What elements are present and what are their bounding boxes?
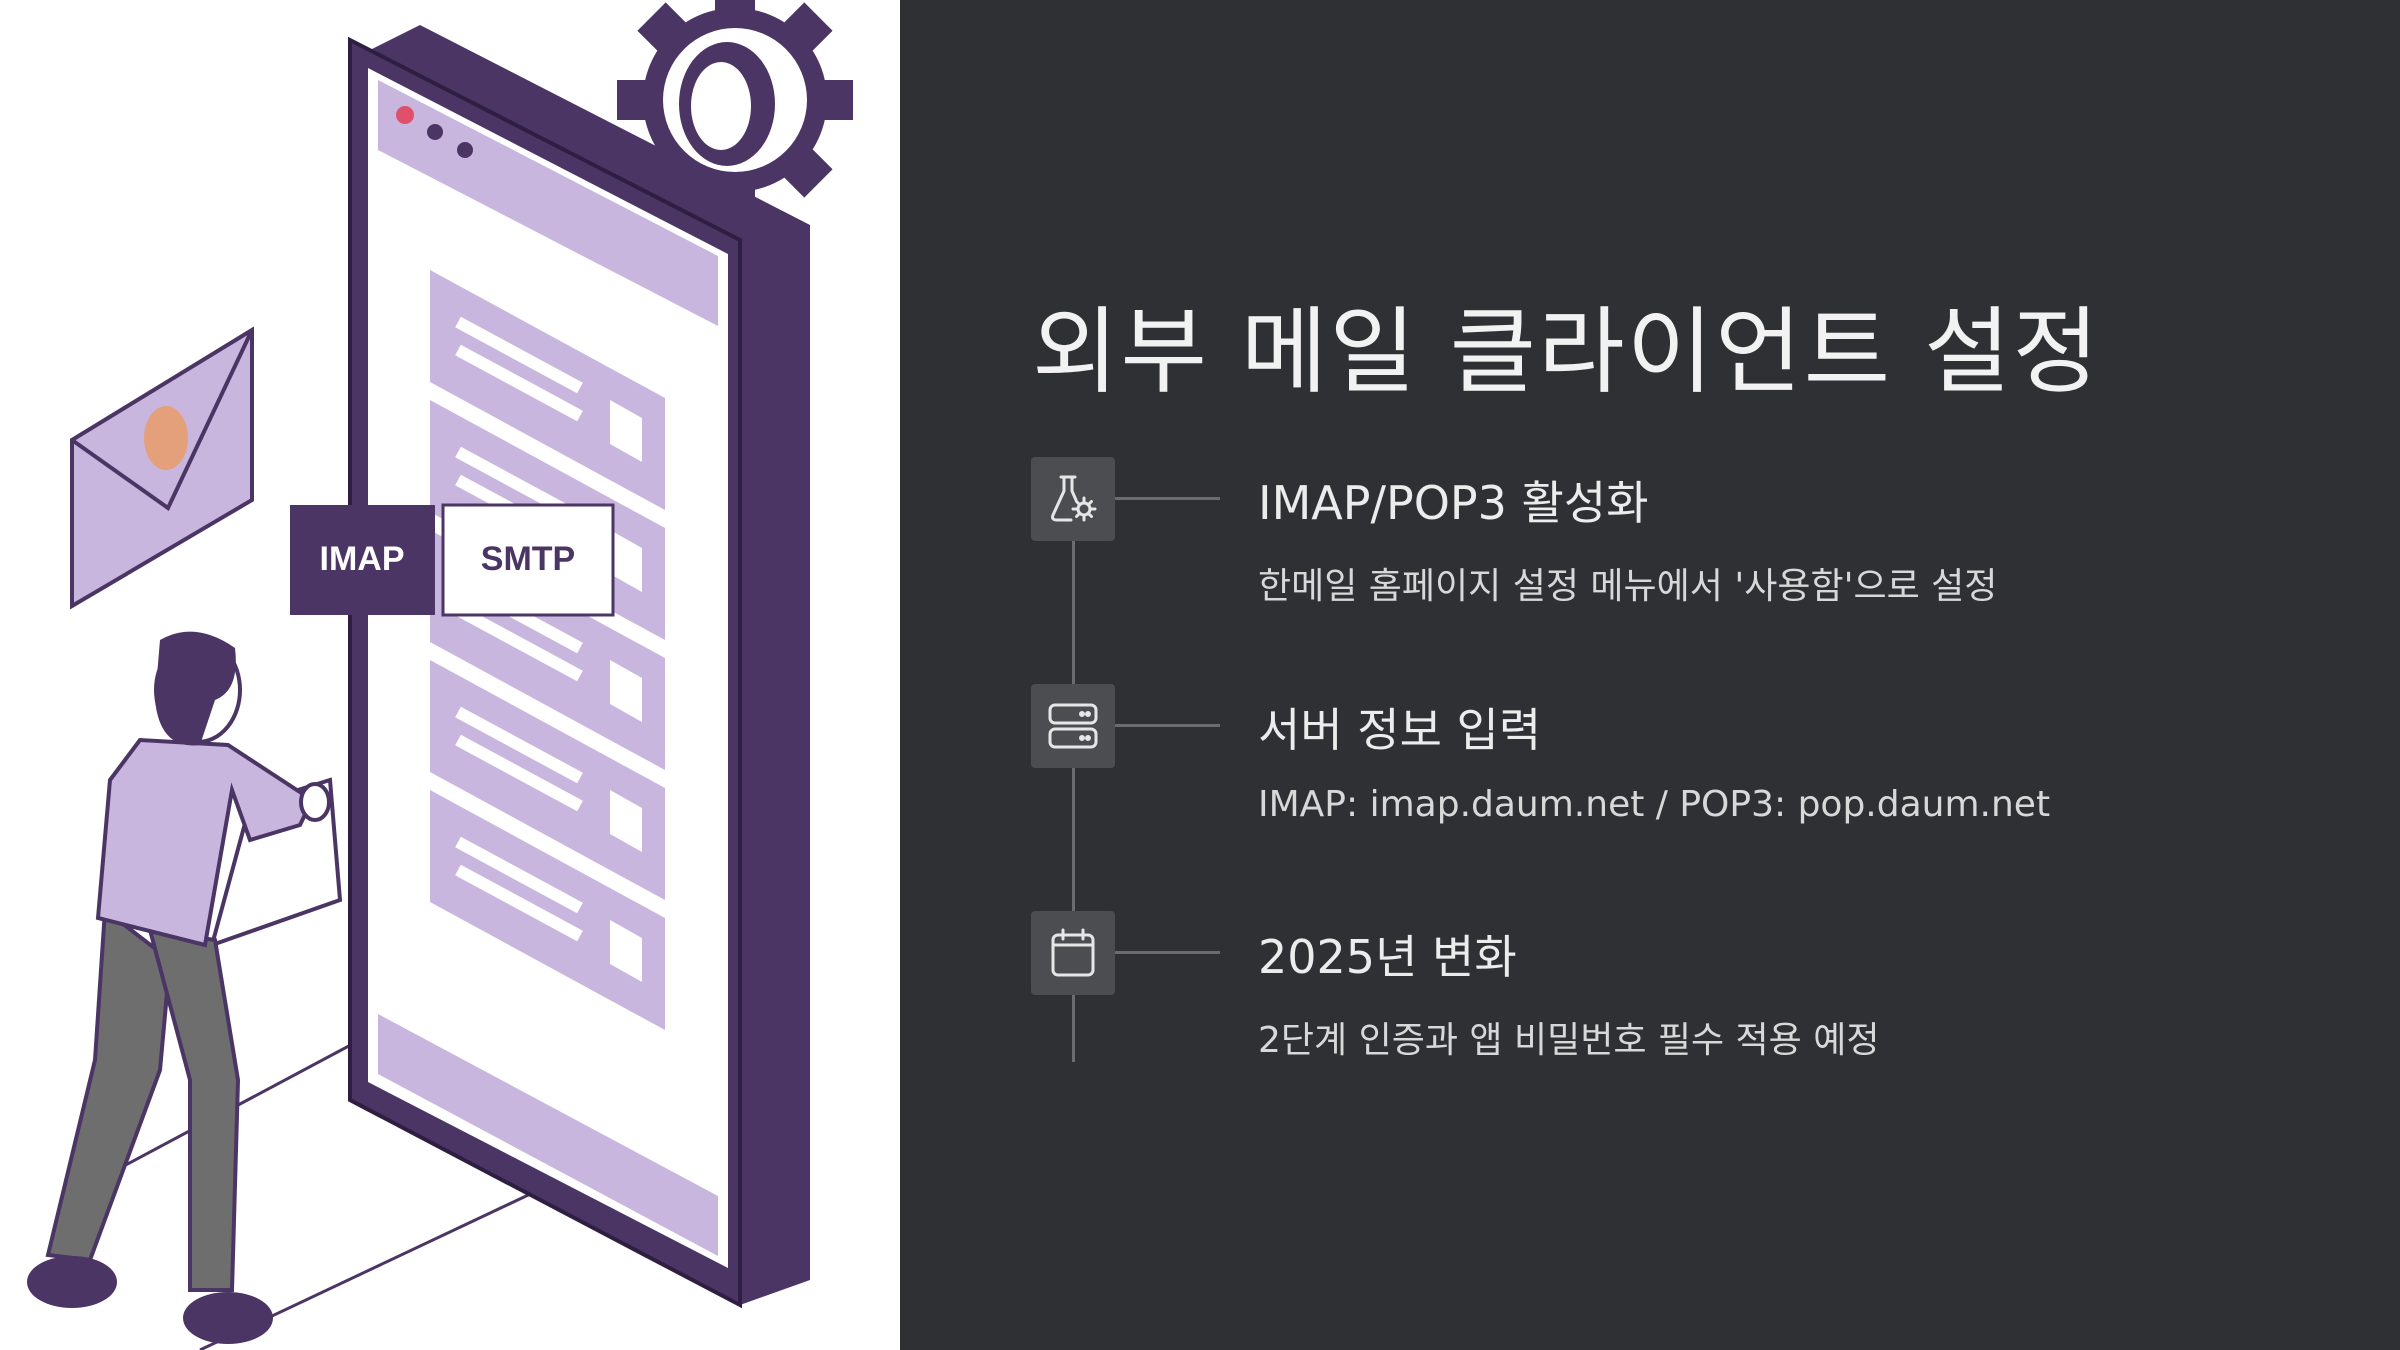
step-connector: [1115, 724, 1220, 727]
protocol-tags: IMAP SMTP: [290, 503, 615, 617]
imap-tag: IMAP: [320, 540, 405, 578]
phone-settings-illustration: IMAP SMTP: [27, 0, 853, 1350]
envelope-icon: [70, 326, 254, 610]
step-2025-change: 2025년 변화 2단계 인증과 앱 비밀번호 필수 적용 예정: [900, 911, 2400, 1061]
step-server-info: 서버 정보 입력 IMAP: imap.daum.net / POP3: pop…: [900, 684, 2400, 825]
step-title: IMAP/POP3 활성화: [1258, 476, 1649, 530]
flask-gear-icon: [1031, 457, 1115, 541]
step-title: 2025년 변화: [1258, 930, 1517, 984]
step-description: 2단계 인증과 앱 비밀번호 필수 적용 예정: [1258, 1020, 1880, 1061]
step-connector: [1115, 951, 1220, 954]
illustration-panel: IMAP SMTP: [0, 0, 900, 1350]
calendar-icon: [1031, 911, 1115, 995]
step-description: 한메일 홈페이지 설정 메뉴에서 '사용함'으로 설정: [1258, 566, 1998, 607]
slide-title: 외부 메일 클라이언트 설정: [1032, 298, 2101, 407]
step-connector: [1115, 497, 1220, 500]
step-title: 서버 정보 입력: [1258, 703, 1542, 757]
person-figure: [27, 631, 343, 1344]
content-panel: 외부 메일 클라이언트 설정 IMAP/POP3 활성화 한메일 홈페이지 설정…: [900, 0, 2400, 1350]
smtp-tag: SMTP: [481, 540, 575, 578]
server-icon: [1031, 684, 1115, 768]
step-imap-pop3: IMAP/POP3 활성화 한메일 홈페이지 설정 메뉴에서 '사용함'으로 설…: [900, 457, 2400, 607]
timeline-line: [1072, 500, 1075, 1062]
step-description: IMAP: imap.daum.net / POP3: pop.daum.net: [1258, 784, 2051, 825]
